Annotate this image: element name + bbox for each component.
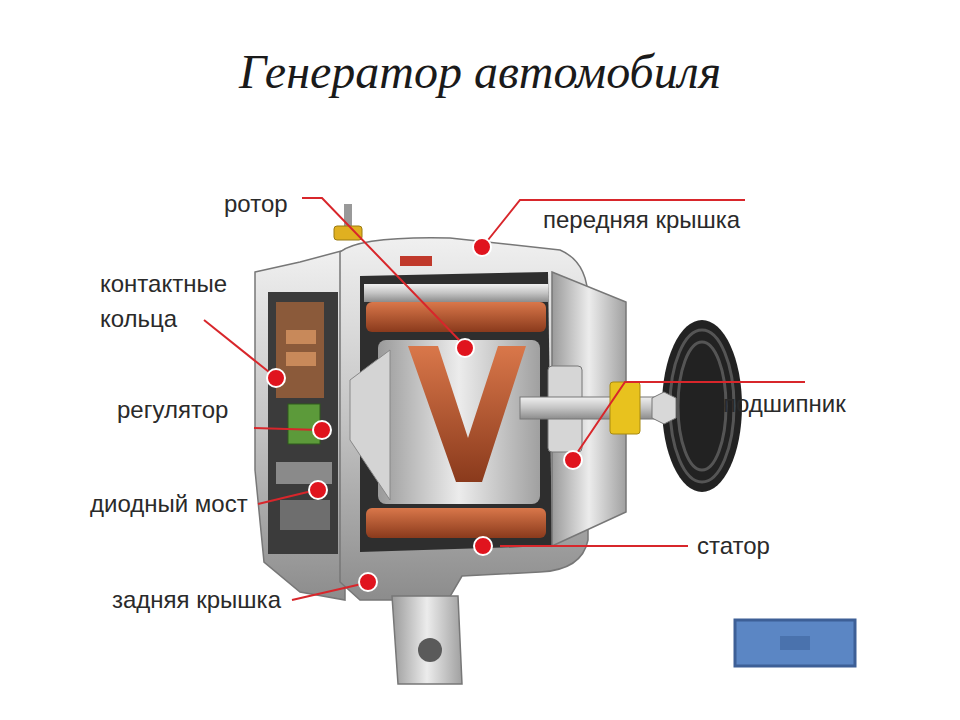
callout-dot bbox=[564, 451, 582, 469]
terminal-nut bbox=[334, 226, 362, 240]
diagram-title: Генератор автомобиля bbox=[0, 44, 960, 99]
diode-plate bbox=[280, 500, 330, 530]
part-label: статор bbox=[697, 532, 770, 560]
callout-dot bbox=[473, 238, 491, 256]
mount-hole bbox=[418, 638, 442, 662]
pulley-groove bbox=[678, 342, 726, 470]
leader-line bbox=[500, 545, 688, 547]
bearing-ring bbox=[610, 382, 640, 434]
rotor-claw bbox=[350, 350, 390, 500]
callout-dot bbox=[267, 369, 285, 387]
mounting-ear bbox=[392, 596, 462, 684]
leader-line bbox=[254, 428, 320, 430]
diode-plate bbox=[276, 462, 332, 484]
part-label: регулятор bbox=[117, 396, 228, 424]
slip-ring bbox=[286, 330, 316, 344]
stator-winding bbox=[366, 302, 546, 332]
callout-dot bbox=[313, 421, 331, 439]
stator-core bbox=[364, 284, 548, 302]
rear-cavity bbox=[268, 292, 338, 554]
part-label: контактные кольца bbox=[100, 266, 250, 336]
stator-winding bbox=[366, 508, 546, 538]
rear-cover bbox=[255, 250, 345, 600]
rotor-winding bbox=[408, 346, 526, 482]
callout-dot bbox=[309, 481, 327, 499]
callout-dot bbox=[456, 339, 474, 357]
leader-line bbox=[204, 320, 274, 376]
sticker bbox=[400, 256, 432, 266]
part-label: диодный мост bbox=[90, 490, 248, 518]
part-label: ротор bbox=[224, 190, 288, 218]
callout-dots bbox=[267, 238, 582, 591]
leader-line bbox=[292, 583, 366, 600]
rotor-body bbox=[378, 340, 540, 504]
housing bbox=[255, 204, 742, 684]
callout-dot bbox=[474, 537, 492, 555]
pulley-nut bbox=[652, 392, 676, 424]
nav-button-icon bbox=[780, 636, 810, 650]
slip-ring bbox=[286, 352, 316, 366]
leader-line bbox=[258, 490, 316, 504]
part-label: подшипник bbox=[723, 390, 846, 418]
leader-line bbox=[484, 200, 745, 245]
leader-lines bbox=[204, 198, 805, 600]
part-label: задняя крышка bbox=[112, 586, 281, 614]
nav-button bbox=[735, 620, 855, 666]
leader-line bbox=[302, 198, 463, 344]
part-label: передняя крышка bbox=[543, 206, 740, 234]
callout-dot bbox=[359, 573, 377, 591]
